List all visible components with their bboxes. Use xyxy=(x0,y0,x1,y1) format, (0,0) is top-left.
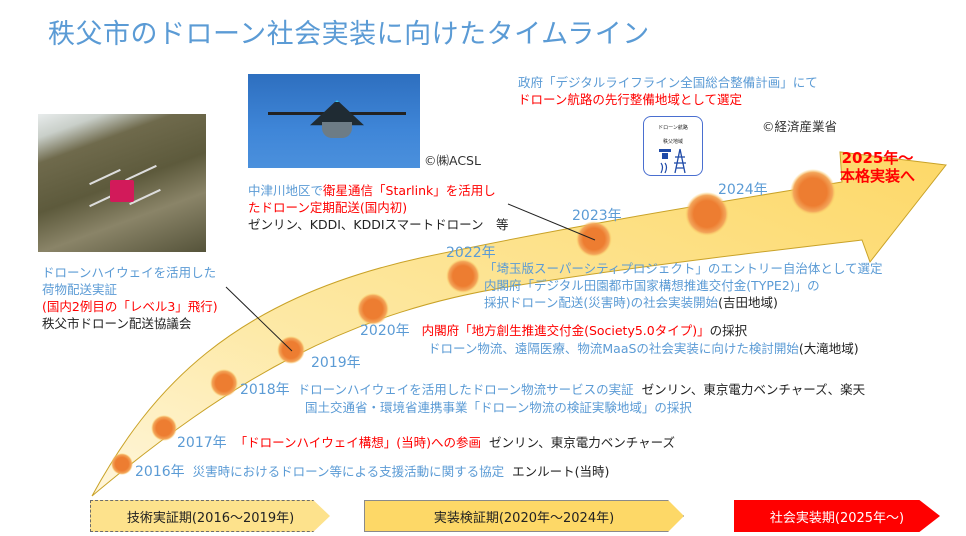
year-label: 2018年 xyxy=(240,382,290,398)
level3-callout-line1: ドローンハイウェイを活用した xyxy=(42,265,217,280)
event-text: ドローン物流、遠隔医療、物流MaaSの社会実装に向けた検討開始 xyxy=(428,341,799,356)
year-2024: 2024年 xyxy=(718,182,768,198)
event-area: (吉田地域) xyxy=(718,295,778,310)
timeline-2020: 2020年 内閣府「地方創生推進交付金(Society5.0タイプ)」の採択 xyxy=(360,322,747,340)
timeline-2017: 2017年 「ドローンハイウェイ構想」(当時)への参画 ゼンリン、東京電力ベンチ… xyxy=(177,434,675,452)
leader-line-2019 xyxy=(225,286,293,352)
future-callout: 2025年～ 本格実装へ xyxy=(840,149,915,185)
year-label: 2017年 xyxy=(177,435,227,451)
event-org: エンルート(当時) xyxy=(512,464,610,479)
phase-implementation-verification: 実装検証期(2020年～2024年) xyxy=(364,500,684,532)
starlink-blue: 中津川地区で xyxy=(248,183,324,198)
level3-callout-line4: 秩父市ドローン配送協議会 xyxy=(42,316,192,331)
starlink-red: 衛星通信「Starlink」を活用し xyxy=(323,183,496,198)
phase-tech-demo: 技術実証期(2016～2019年) xyxy=(90,500,330,532)
timeline-2022-line3: 採択ドローン配送(災害時)の社会実装開始(吉田地域) xyxy=(484,294,778,311)
timeline-2018-line2: 国土交通省・環境省連携事業「ドローン物流の検証実験地域」の採択 xyxy=(305,400,692,415)
year-label: 2016年 xyxy=(135,464,185,480)
page-title: 秩父市のドローン社会実装に向けたタイムライン xyxy=(48,19,650,50)
event-text: 内閣府「地方創生推進交付金(Society5.0タイプ)」 xyxy=(421,323,710,338)
starlink-callout-line3: ゼンリン、KDDI、KDDIスマートドローン 等 xyxy=(248,217,509,232)
year-2023: 2023年 xyxy=(572,208,622,224)
year-label: 2020年 xyxy=(360,323,410,339)
event-text: 災害時におけるドローン等による支援活動に関する協定 xyxy=(192,464,505,479)
timeline-2022-line2: 内閣府「デジタル田園都市国家構想推進交付金(TYPE2)」の xyxy=(484,278,820,293)
year-2022: 2022年 xyxy=(446,245,496,261)
level3-callout-line3: (国内2例目の「レベル3」飛行) xyxy=(42,299,218,314)
event-text: 採択ドローン配送(災害時)の社会実装開始 xyxy=(484,295,719,310)
meti-credit: ©経済産業省 xyxy=(762,119,838,134)
starlink-callout-line1: 中津川地区で衛星通信「Starlink」を活用し xyxy=(248,182,496,199)
future-line2: 本格実装へ xyxy=(840,167,916,185)
timeline-dots xyxy=(111,169,836,475)
icon-label-1: ドローン航路 xyxy=(658,125,688,131)
event-org: ゼンリン、東京電力ベンチャーズ xyxy=(488,435,675,450)
future-line1: 2025年～ xyxy=(841,149,914,167)
acsl-credit: ©㈱ACSL xyxy=(424,153,481,168)
event-text: 「ドローンハイウェイ構想」(当時)への参画 xyxy=(234,435,481,450)
gov-callout-line1: 政府「デジタルライフライン全国総合整備計画」にて xyxy=(518,75,818,90)
year-2019: 2019年 xyxy=(311,355,361,371)
drone-photo-sky xyxy=(248,74,420,168)
leader-line-2023 xyxy=(507,203,596,241)
level3-callout-line2: 荷物配送実証 xyxy=(42,282,118,297)
event-org: ゼンリン、東京電力ベンチャーズ、楽天 xyxy=(641,382,866,397)
timeline-2016: 2016年 災害時におけるドローン等による支援活動に関する協定 エンルート(当時… xyxy=(135,463,609,481)
drone-photo-forest xyxy=(38,114,206,252)
event-suffix: の採択 xyxy=(709,323,748,338)
gov-callout-line2: ドローン航路の先行整備地域として選定 xyxy=(518,92,743,107)
starlink-callout-line2: たドローン定期配送(国内初) xyxy=(248,200,408,215)
event-text: ドローンハイウェイを活用したドローン物流サービスの実証 xyxy=(297,382,634,397)
icon-label-2: 秩父地域 xyxy=(662,139,683,145)
timeline-2022-line1: 「埼玉版スーパーシティプロジェクト」のエントリー自治体として選定 xyxy=(484,261,883,276)
drone-route-icon: ドローン航路 秩父地域 xyxy=(643,116,703,176)
event-area: (大滝地域) xyxy=(798,341,859,356)
phase-social-implementation: 社会実装期(2025年～) xyxy=(734,500,940,532)
timeline-2018: 2018年 ドローンハイウェイを活用したドローン物流サービスの実証 ゼンリン、東… xyxy=(240,381,865,399)
timeline-2020-line2: ドローン物流、遠隔医療、物流MaaSの社会実装に向けた検討開始(大滝地域) xyxy=(428,340,859,357)
drone-pylon-icon xyxy=(659,148,686,174)
